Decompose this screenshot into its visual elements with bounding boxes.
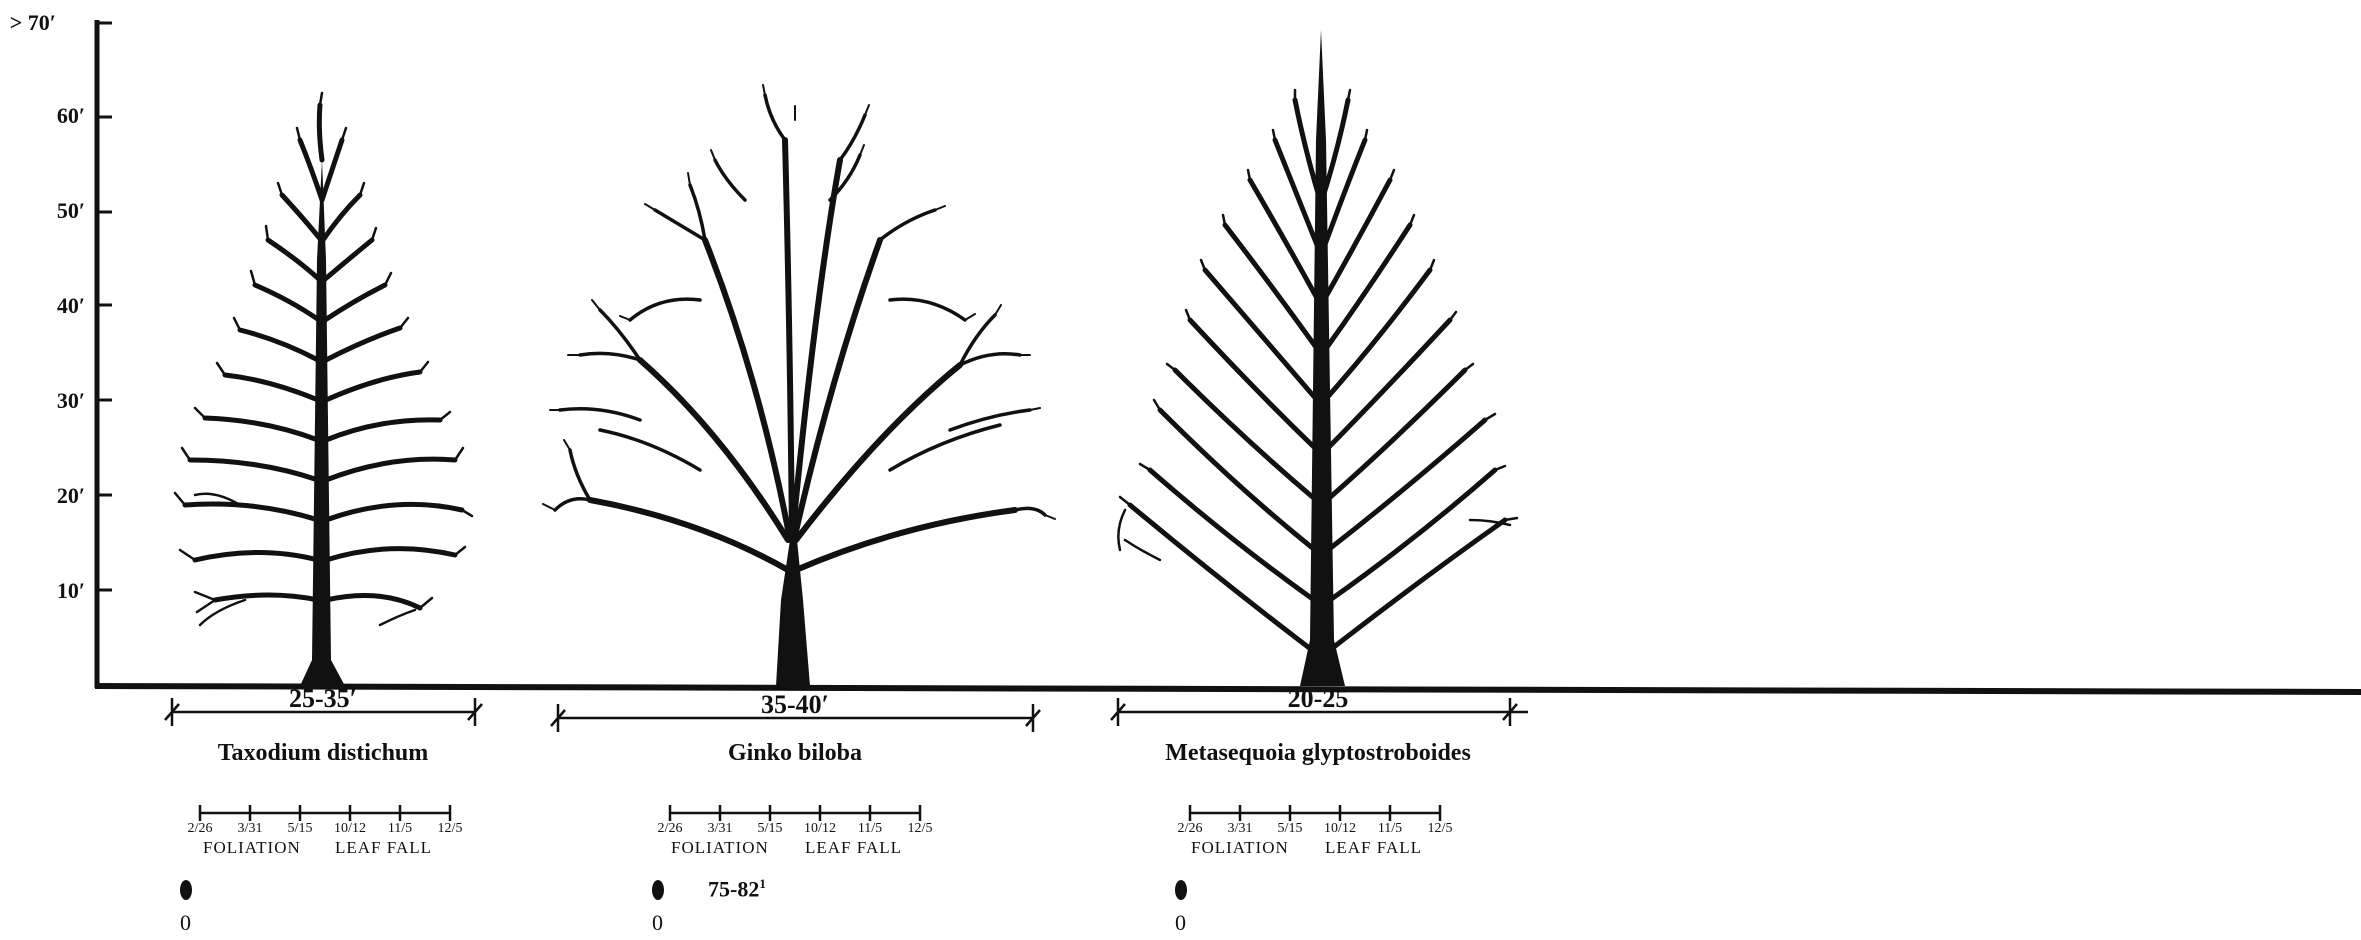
y-tick-label-30: 30′ [5, 388, 85, 414]
timeline-date: 3/31 [708, 821, 733, 837]
timeline-date: 10/12 [804, 821, 836, 837]
tree-2-spread-label: 35-40′ [761, 690, 829, 720]
tree-2-note-text: 75-82 [708, 876, 759, 901]
tree-3-spread-label: 20-25 [1288, 684, 1349, 714]
y-tick-label-50: 50′ [5, 198, 85, 224]
foliation-label: FOLIATION [1191, 838, 1289, 858]
timeline-date: 12/5 [438, 821, 463, 837]
timeline-date: 5/15 [1278, 821, 1303, 837]
y-tick-label-10: 10′ [5, 578, 85, 604]
timeline-date: 11/5 [1378, 821, 1402, 837]
timeline-date: 2/26 [1178, 821, 1203, 837]
y-tick-label-60: 60′ [5, 103, 85, 129]
tree-2-species-name: Ginko biloba [728, 740, 862, 767]
tree-1-marker-dot [180, 880, 192, 900]
tree-2-marker-value: 0 [652, 910, 663, 936]
timeline-date: 3/31 [238, 821, 263, 837]
timeline-date: 5/15 [288, 821, 313, 837]
timeline-date: 5/15 [758, 821, 783, 837]
timeline-date: 10/12 [1324, 821, 1356, 837]
tree-2-marker-dot [652, 880, 664, 900]
tree-silhouette-taxodium [175, 93, 472, 686]
tree-3-marker-dot [1175, 880, 1187, 900]
foliation-label: FOLIATION [671, 838, 769, 858]
foliation-label: FOLIATION [203, 838, 301, 858]
timeline-date: 11/5 [388, 821, 412, 837]
leaf-fall-label: LEAF FALL [1325, 838, 1422, 858]
timeline-date: 12/5 [1428, 821, 1453, 837]
timeline-date: 12/5 [908, 821, 933, 837]
tree-3-marker-value: 0 [1175, 910, 1186, 936]
leaf-fall-label: LEAF FALL [335, 838, 432, 858]
tree-silhouette-ginko [543, 85, 1055, 686]
tree-3-species-name: Metasequoia glyptostroboides [1165, 740, 1471, 767]
tree-1-marker-value: 0 [180, 910, 191, 936]
timeline-axes [200, 805, 1440, 821]
timeline-date: 11/5 [858, 821, 882, 837]
timeline-date: 10/12 [334, 821, 366, 837]
timeline-date: 2/26 [658, 821, 683, 837]
leaf-fall-label: LEAF FALL [805, 838, 902, 858]
y-tick-label-20: 20′ [5, 483, 85, 509]
tree-1-species-name: Taxodium distichum [218, 740, 429, 767]
y-tick-label-70-plus: > 70′ [0, 10, 56, 36]
timeline-date: 2/26 [188, 821, 213, 837]
tree-2-note: 75-821 [708, 876, 766, 902]
tree-1-spread-label: 25-35′ [289, 684, 357, 714]
tree-2-note-footnote: 1 [759, 876, 766, 891]
y-tick-label-40: 40′ [5, 293, 85, 319]
tree-silhouette-metasequoia [1118, 30, 1517, 686]
ground-line [95, 686, 2361, 692]
timeline-date: 3/31 [1228, 821, 1253, 837]
